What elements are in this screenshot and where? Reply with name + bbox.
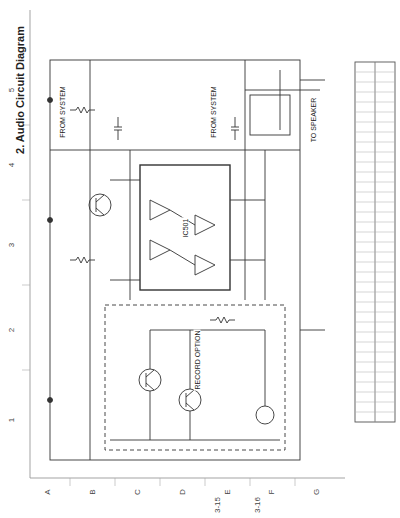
grid-letter: G: [313, 488, 321, 496]
diagram-title: 2. Audio Circuit Diagram: [15, 26, 26, 154]
table-rule: [356, 172, 394, 173]
page-number: 3-16: [254, 496, 262, 514]
table-rule: [356, 322, 394, 323]
grid-number: 4: [8, 162, 16, 168]
grid-letter: E: [224, 488, 232, 495]
grid-letter: B: [89, 488, 97, 495]
table-rule: [356, 422, 394, 423]
table-rule: [356, 262, 394, 263]
table-rule: [356, 82, 394, 83]
table-rule: [356, 142, 394, 143]
grid-number: 2: [8, 327, 16, 333]
table-rule: [356, 112, 394, 113]
table-rule: [356, 162, 394, 163]
table-rule: [356, 292, 394, 293]
table-rule: [356, 122, 394, 123]
table-rule: [356, 362, 394, 363]
table-rule: [356, 412, 394, 413]
table-rule: [356, 282, 394, 283]
table-rule: [356, 382, 394, 383]
grid-letter: F: [268, 489, 276, 496]
table-rule: [356, 92, 394, 93]
table-rule: [356, 352, 394, 353]
table-rule: [356, 72, 394, 73]
table-rule: [356, 332, 394, 333]
grid-number: 5: [8, 87, 16, 93]
page-number: 3-15: [214, 496, 222, 514]
grid-letter: D: [179, 488, 187, 496]
table-rule: [356, 202, 394, 203]
table-rule: [356, 402, 394, 403]
table-rule: [356, 342, 394, 343]
table-rule: [356, 222, 394, 223]
signal-label: FROM SYSTEM: [210, 85, 217, 138]
grid-letter: C: [134, 488, 142, 496]
table-rule: [356, 232, 394, 233]
grid-number: 3: [8, 242, 16, 248]
table-rule: [356, 242, 394, 243]
table-rule: [356, 132, 394, 133]
table-rule: [356, 192, 394, 193]
table-rule: [356, 272, 394, 273]
table-rule: [356, 252, 394, 253]
table-rule: [356, 392, 394, 393]
table-rule: [356, 182, 394, 183]
table-rule: [356, 372, 394, 373]
table-rule: [356, 102, 394, 103]
grid-letter: A: [44, 488, 52, 495]
table-rule: [356, 312, 394, 313]
part-label: IC501: [182, 218, 189, 239]
table-rule: [356, 302, 394, 303]
signal-label: FROM SYSTEM: [59, 85, 66, 138]
section-label: RECORD OPTION: [194, 329, 201, 390]
grid-number: 1: [8, 417, 16, 423]
table-rule: [356, 152, 394, 153]
signal-label: TO SPEAKER: [310, 97, 317, 144]
table-rule: [356, 212, 394, 213]
